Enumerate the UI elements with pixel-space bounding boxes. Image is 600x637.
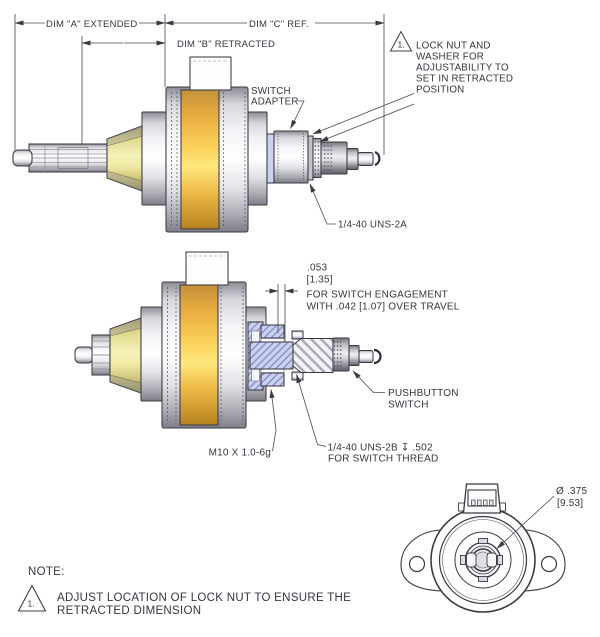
flag-note-1-number: 1. bbox=[397, 40, 404, 50]
pushbutton-switch-upper bbox=[320, 141, 381, 175]
lock-nut-note-line-5: POSITION bbox=[416, 85, 464, 96]
engagement-value-in: .053 bbox=[307, 263, 328, 274]
upper-extended-view bbox=[12, 56, 381, 233]
mounting-hole-right bbox=[540, 555, 558, 573]
sectioned-switch-adapter bbox=[247, 321, 334, 391]
note-flag-triangle bbox=[17, 584, 47, 612]
diameter-mm-label: [9.53] bbox=[557, 498, 583, 509]
m10-leader bbox=[269, 389, 277, 452]
note-title: NOTE: bbox=[28, 566, 65, 578]
pushbutton-label-line2: SWITCH bbox=[388, 400, 429, 411]
lower-annotations: .053 [1.35] FOR SWITCH ENGAGEMENT WITH .… bbox=[209, 263, 460, 465]
plunger-shaft-extended bbox=[12, 143, 108, 173]
note-flag-number: 1. bbox=[27, 599, 34, 609]
retaining-clip-upper bbox=[374, 150, 381, 167]
switch-thread-label-line2: FOR SWITCH THREAD bbox=[328, 454, 438, 465]
note-block: NOTE: 1. ADJUST LOCATION OF LOCK NUT TO … bbox=[17, 566, 351, 617]
switch-adapter-upper bbox=[273, 130, 309, 184]
engagement-note-line2: WITH .042 [1.07] OVER TRAVEL bbox=[307, 302, 460, 313]
coil-band-lower bbox=[179, 284, 219, 426]
lock-nut-leader-1 bbox=[312, 93, 415, 135]
switch-thread-leader bbox=[296, 374, 327, 447]
diameter-leader bbox=[496, 495, 555, 549]
engagement-value-mm: [1.35] bbox=[307, 275, 333, 286]
mounting-ears bbox=[400, 529, 566, 592]
lock-nut-note-line-1: LOCK NUT AND bbox=[416, 41, 491, 52]
note-line-1: ADJUST LOCATION OF LOCK NUT TO ENSURE TH… bbox=[57, 592, 351, 604]
plunger-shaft-retracted bbox=[74, 334, 111, 376]
sectioned-threaded-rod bbox=[292, 337, 334, 374]
coil-band-upper bbox=[180, 89, 220, 230]
end-view: Ø .375 [9.53] bbox=[400, 483, 587, 613]
diameter-label: Ø .375 bbox=[556, 486, 587, 497]
solenoid-body-upper bbox=[141, 56, 275, 233]
m10-thread-label: M10 X 1.0-6g bbox=[209, 448, 271, 459]
mounting-hole-left bbox=[408, 555, 426, 573]
upper-annotations: SWITCH ADAPTER 1. LOCK NUT AND WASHER FO… bbox=[251, 30, 513, 231]
dim-c-label: DIM "C" REF. bbox=[249, 19, 309, 30]
dim-b-label: DIM "B" RETRACTED bbox=[177, 39, 275, 50]
pushbutton-label-line1: PUSHBUTTON bbox=[388, 388, 459, 399]
solenoid-body-lower bbox=[140, 251, 267, 429]
retaining-clip-lower bbox=[373, 348, 382, 365]
connector-block-lower bbox=[185, 251, 229, 286]
note-line-2: RETRACTED DIMENSION bbox=[57, 605, 201, 617]
engagement-note-line1: FOR SWITCH ENGAGEMENT bbox=[307, 290, 448, 301]
flag-note-1-triangle bbox=[389, 30, 413, 52]
dim-a-label: DIM "A" EXTENDED bbox=[46, 19, 138, 30]
thread-spec-2a-label: 1/4-40 UNS-2A bbox=[338, 220, 407, 231]
switch-thread-label-line1: 1/4-40 UNS-2B ↧ .502 bbox=[328, 443, 433, 454]
spring-cone bbox=[106, 125, 143, 192]
lock-nut-note-line-2: WASHER FOR bbox=[416, 52, 484, 63]
end-view-connector bbox=[458, 483, 506, 514]
connector-block-upper bbox=[189, 56, 232, 91]
pushbutton-switch-lower bbox=[332, 337, 382, 372]
sectioned-plunger bbox=[249, 341, 294, 370]
switch-adapter-label-line1: SWITCH bbox=[251, 86, 291, 97]
lock-nut-washer-upper bbox=[307, 135, 322, 181]
switch-adapter-leader bbox=[290, 100, 305, 129]
lock-nut-leader-2 bbox=[319, 103, 415, 142]
spring-cone-lower bbox=[109, 317, 142, 394]
thread-spec-2a-leader bbox=[309, 183, 336, 225]
switch-adapter-label-line2: ADAPTER bbox=[251, 97, 299, 108]
dimension-lines: DIM "A" EXTENDED DIM "C" REF. DIM "B" RE… bbox=[14, 14, 385, 155]
lock-nut-note-line-4: SET IN RETRACTED bbox=[416, 74, 513, 85]
lower-retracted-view bbox=[74, 251, 382, 429]
lock-nut-note-line-3: ADJUSTABILITY TO bbox=[416, 63, 509, 74]
pushbutton-leader bbox=[352, 370, 385, 393]
